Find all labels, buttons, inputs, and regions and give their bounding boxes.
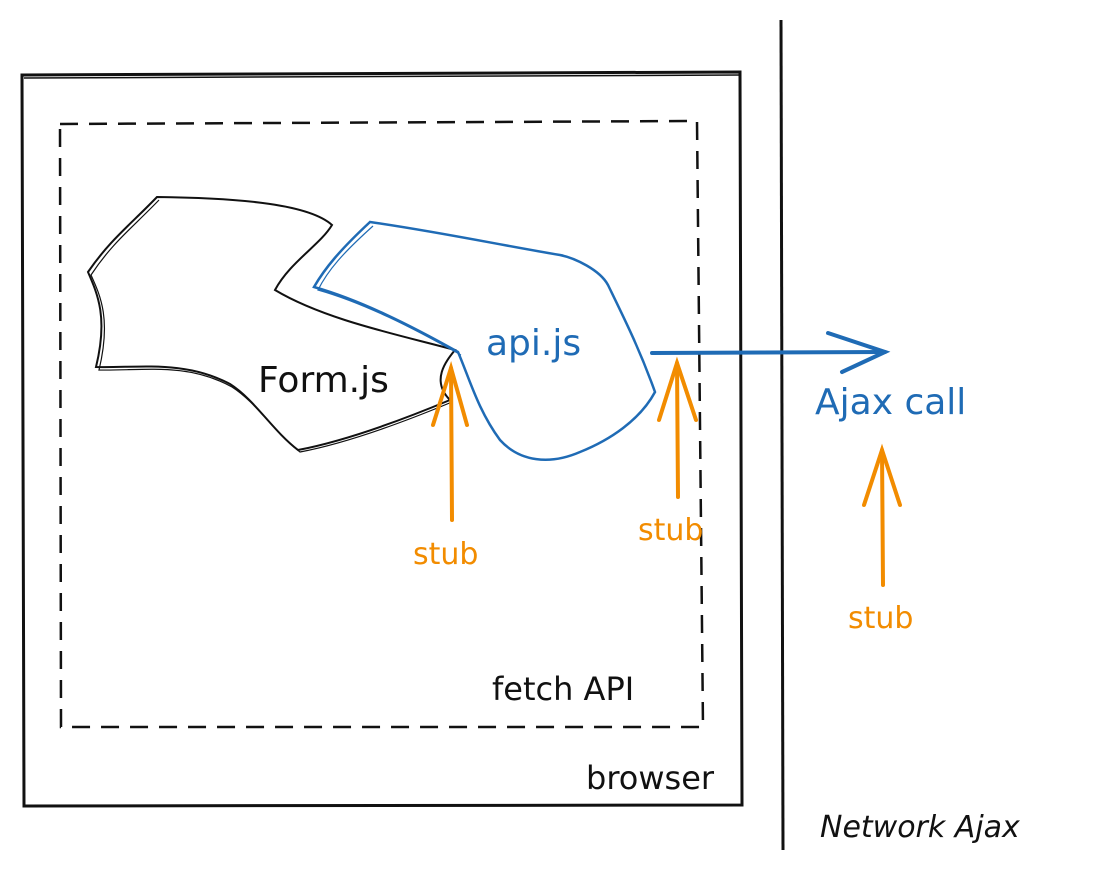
network-ajax-label: Network Ajax — [820, 810, 1020, 845]
api-js-blob — [312, 220, 657, 461]
network-divider — [779, 19, 785, 851]
browser-label: browser — [586, 759, 715, 797]
browser-box — [20, 70, 744, 808]
stub-arrow-1 — [431, 361, 469, 522]
fetch-api-label: fetch API — [492, 670, 634, 708]
stub-label-2: stub — [638, 513, 703, 548]
ajax-call-arrow — [650, 331, 891, 374]
stub-label-3: stub — [848, 601, 913, 636]
ajax-call-label: Ajax call — [815, 382, 966, 423]
stub-arrow-3 — [862, 443, 902, 587]
fetch-api-box — [58, 119, 705, 729]
form-js-label: Form.js — [258, 360, 389, 401]
form-js-blob — [86, 195, 457, 453]
stub-label-1: stub — [413, 537, 478, 572]
api-js-label: api.js — [486, 323, 581, 364]
stub-arrow-2 — [657, 356, 698, 499]
